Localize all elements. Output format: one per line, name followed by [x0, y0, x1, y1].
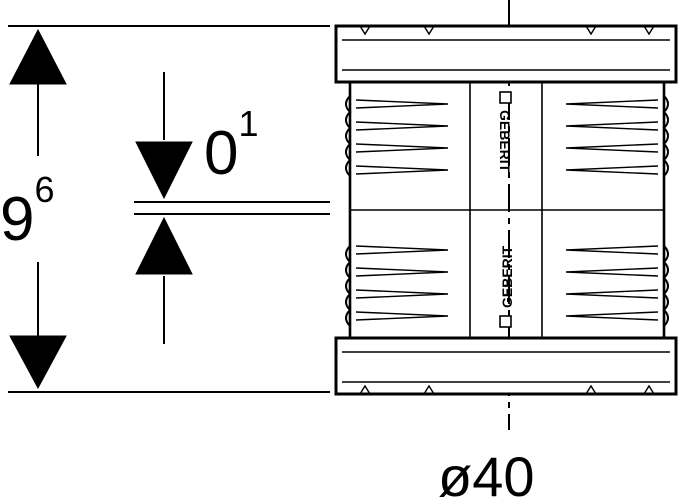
gap-arrow-down: [135, 141, 193, 200]
logo-panel: [469, 81, 543, 339]
rib-left-top: [345, 95, 352, 177]
rib-right-top: [662, 95, 669, 177]
height-value: 96: [0, 169, 55, 254]
logo-text-bottom: GEBERIT: [499, 245, 515, 308]
collar-notches: [359, 25, 655, 395]
height-arrow-up: [9, 28, 67, 85]
grooves-left: [355, 99, 449, 321]
rib-left-bottom: [345, 245, 352, 327]
logo-square-icon: [499, 91, 512, 104]
top-collar: [334, 24, 678, 84]
double-socket-fitting: [334, 24, 678, 396]
logo-top: GEBERIT: [497, 91, 513, 173]
height-dimension: [8, 25, 330, 393]
rib-right-bottom: [662, 245, 669, 327]
logo-square-icon: [499, 315, 512, 328]
logo-bottom: GEBERIT: [499, 245, 515, 328]
diameter-label: ø40: [438, 445, 535, 504]
gap-arrow-up: [135, 216, 193, 275]
bottom-collar: [334, 336, 678, 396]
grooves-right: [565, 99, 659, 321]
gap-dimension: [134, 72, 330, 344]
height-arrow-down: [9, 335, 67, 390]
logo-text-top: GEBERIT: [497, 110, 513, 173]
gap-value: 01: [204, 103, 259, 188]
